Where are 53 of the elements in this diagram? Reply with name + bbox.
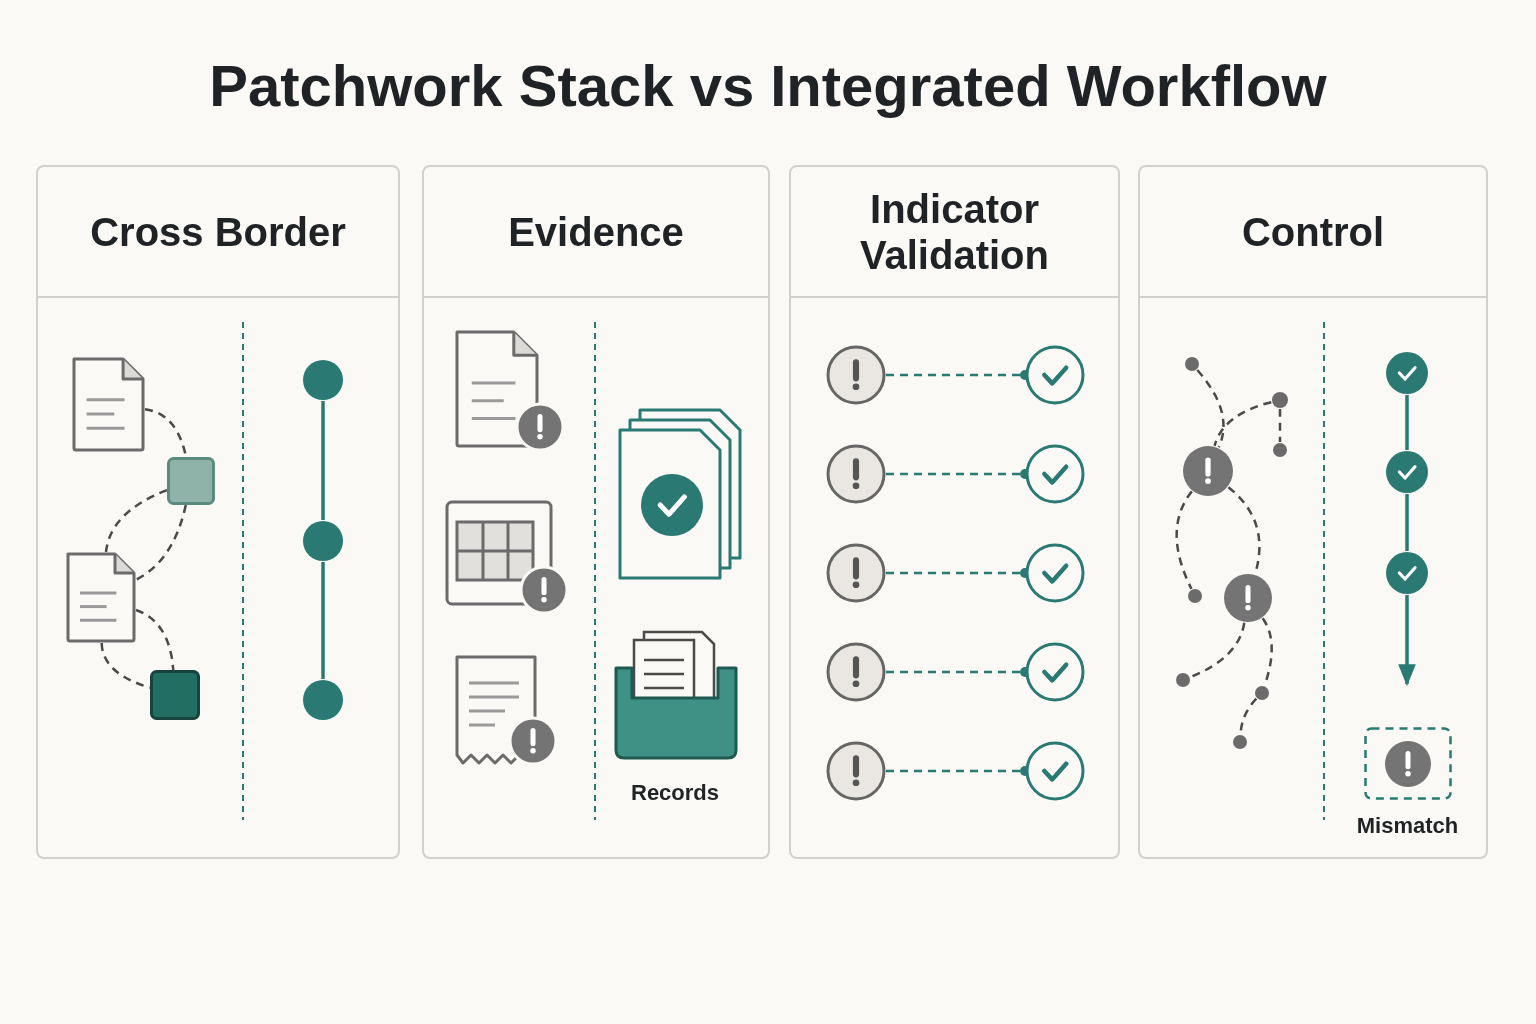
alert-icon <box>1223 573 1273 623</box>
check-icon <box>1385 551 1429 595</box>
arrow <box>1398 595 1416 687</box>
check-icon <box>1385 450 1429 494</box>
check-icon <box>1025 642 1085 702</box>
panel-card <box>36 165 400 859</box>
node-label: Mismatch <box>1355 813 1460 839</box>
path-dot <box>1187 588 1203 604</box>
timeline-dot <box>302 520 344 562</box>
alert-icon <box>826 345 886 405</box>
alert-icon <box>826 741 886 801</box>
connector-line <box>1196 369 1225 448</box>
connector-line <box>135 608 175 671</box>
alert-icon <box>1182 445 1234 497</box>
panel-heading: Indicator Validation <box>791 167 1118 298</box>
connector-line <box>1213 400 1272 447</box>
connector-line <box>135 504 187 581</box>
path-dot <box>1271 391 1289 409</box>
panel-card <box>789 165 1120 859</box>
connector-line <box>100 642 151 689</box>
connector-line <box>1405 494 1409 551</box>
panel-heading: Control <box>1140 167 1486 298</box>
panel-card <box>1138 165 1488 859</box>
path-dot <box>1175 672 1191 688</box>
connector-line <box>1189 622 1246 679</box>
square-marker <box>167 457 215 505</box>
connector-line <box>321 401 325 520</box>
panel-heading: Evidence <box>424 167 768 298</box>
document-icon <box>66 552 136 643</box>
connector-line <box>321 562 325 679</box>
page-title: Patchwork Stack vs Integrated Workflow <box>208 52 1328 119</box>
path-dot <box>1272 442 1288 458</box>
path-dot <box>1232 734 1248 750</box>
square-marker <box>150 670 200 720</box>
check-icon <box>1025 345 1085 405</box>
check-icon <box>1025 543 1085 603</box>
connector-line <box>104 489 168 553</box>
alert-icon <box>826 444 886 504</box>
timeline-dot <box>302 679 344 721</box>
alert-icon <box>826 543 886 603</box>
panel-heading: Cross Border <box>38 167 398 298</box>
check-icon <box>1385 351 1429 395</box>
connector-line <box>1278 409 1282 442</box>
alert-icon <box>826 642 886 702</box>
timeline-dot <box>302 359 344 401</box>
path-dot <box>1184 356 1200 372</box>
connector-line <box>1175 490 1193 590</box>
document-icon <box>72 357 145 452</box>
check-icon <box>1025 741 1085 801</box>
icon-caption: Records <box>631 780 720 806</box>
path-dot <box>1254 685 1270 701</box>
check-icon <box>1025 444 1085 504</box>
connector-line <box>1405 395 1409 450</box>
